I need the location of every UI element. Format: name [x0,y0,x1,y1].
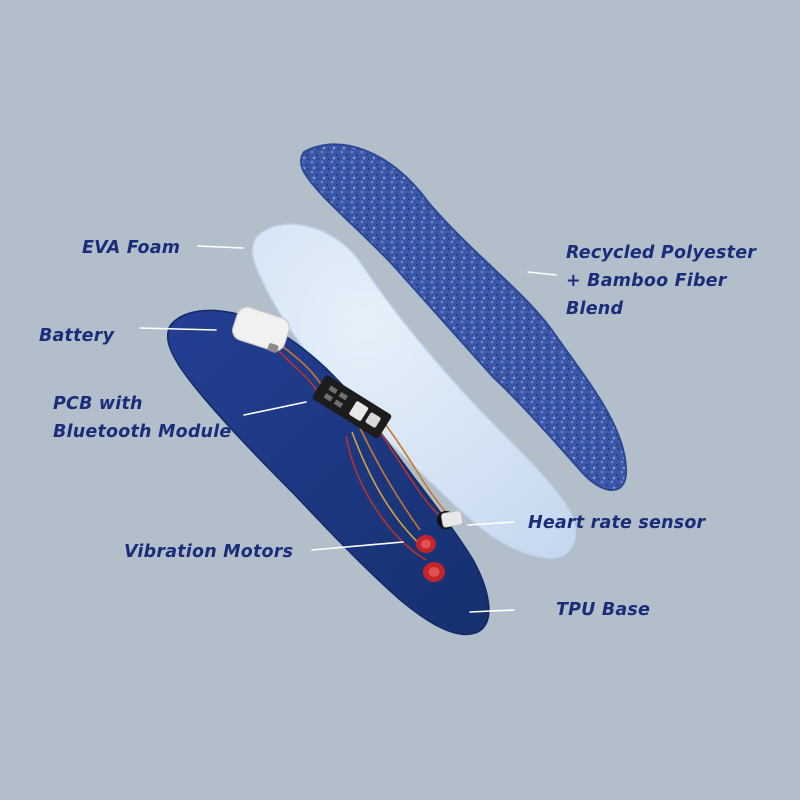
battery-component [232,306,290,353]
wire-battery-to-pcb [281,345,323,387]
label-eva-foam: EVA Foam [82,234,180,262]
vibration-motors-component [416,535,445,582]
label-top-layer-line1: Recycled Polyester [566,243,757,263]
leader-line-heart-rate-sensor [467,521,515,526]
label-battery: Battery [39,322,114,350]
label-heart-rate-sensor: Heart rate sensor [528,509,705,537]
label-top-layer-line2: + Bamboo Fiber [566,271,727,291]
label-top-layer-line3: Blend [566,299,624,319]
leader-line-vibration-motors [311,541,404,551]
label-pcb-line2: Bluetooth Module [53,422,232,442]
leader-line-eva-foam [197,245,244,249]
wire-pcb-to-motor-3 [345,435,427,561]
leader-line-top-layer [527,271,557,276]
label-vibration-motors-text: Vibration Motors [124,542,294,562]
label-vibration-motors: Vibration Motors [124,538,293,566]
wire-battery-to-pcb-2 [275,347,319,393]
label-tpu-base: TPU Base [556,596,650,624]
label-eva-foam-text: EVA Foam [82,238,181,258]
label-battery-text: Battery [39,326,115,346]
tpu-base-layer [166,309,490,636]
label-tpu-base-text: TPU Base [556,600,651,620]
wire-pcb-to-motor-2 [351,431,429,553]
pcb-component [312,375,392,439]
label-pcb-line1: PCB with [53,394,143,414]
wires [275,345,447,561]
label-top-layer: Recycled Polyester + Bamboo Fiber Blend [566,239,756,323]
leader-lines [139,245,557,613]
wire-pcb-to-sensor-2 [375,425,443,519]
leader-line-battery [139,327,217,331]
label-heart-rate-sensor-text: Heart rate sensor [528,513,706,533]
heart-rate-sensor-component [437,510,463,529]
top-fabric-layer [300,143,628,491]
leader-line-pcb [243,401,307,416]
wire-pcb-to-motor [359,427,421,531]
wire-pcb-to-sensor [381,419,447,513]
eva-foam-layer [251,223,576,559]
leader-line-tpu-base [469,609,515,613]
label-pcb: PCB with Bluetooth Module [53,390,231,446]
